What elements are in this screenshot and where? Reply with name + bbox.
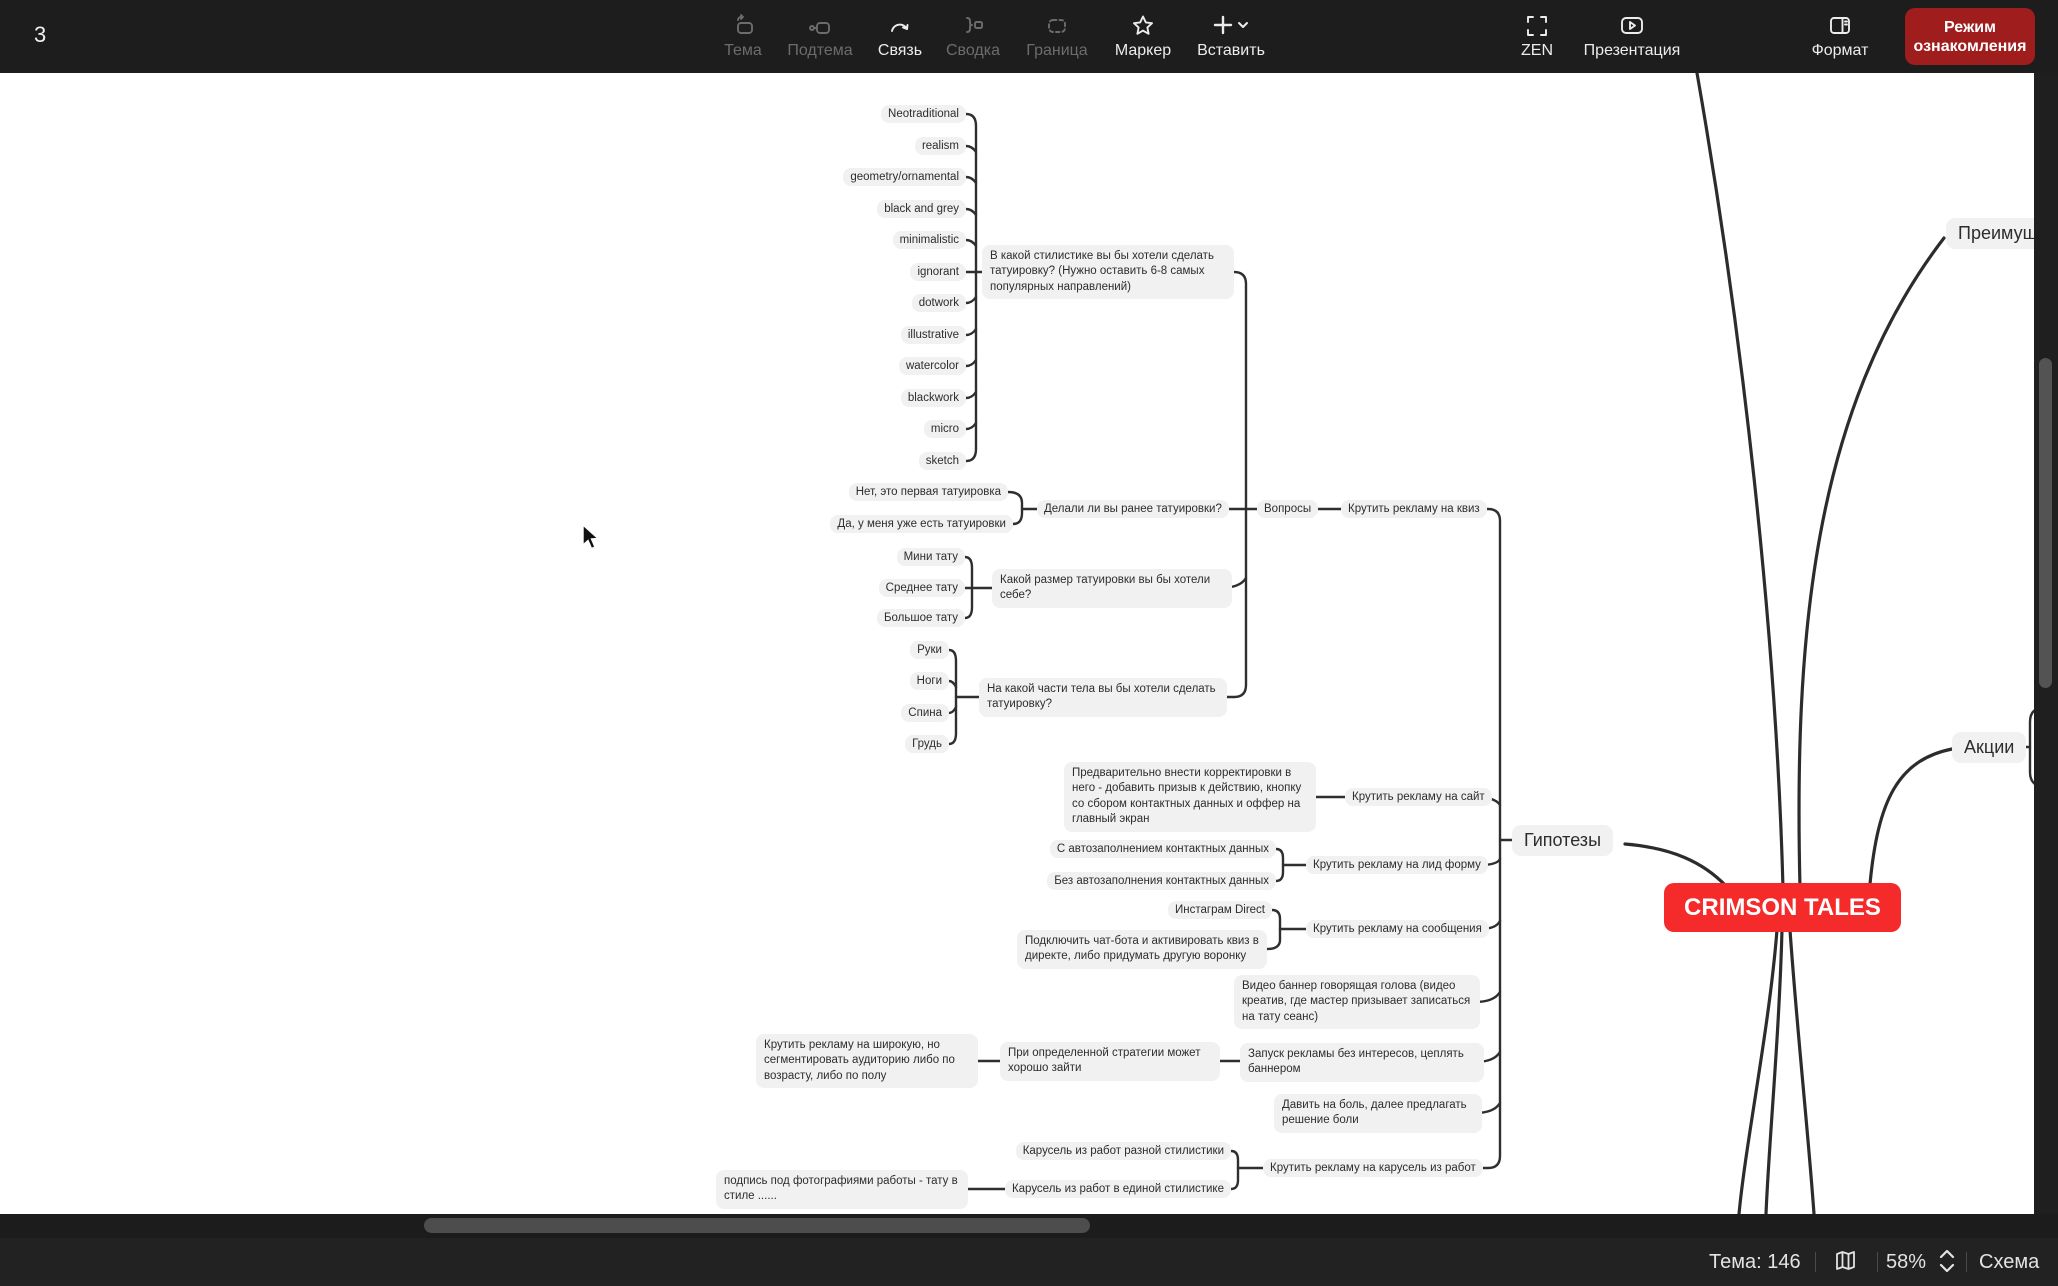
node-carousel-mixed[interactable]: Карусель из работ разной стилистики [1015, 1142, 1231, 1160]
node-style-minimalistic[interactable]: minimalistic [892, 231, 966, 249]
node-size-mini[interactable]: Мини тату [896, 548, 965, 566]
node-style-blackgrey[interactable]: black and grey [877, 200, 966, 218]
node-body-chest[interactable]: Грудь [905, 735, 949, 753]
node-size-mid[interactable]: Среднее тату [878, 579, 965, 597]
node-strategy[interactable]: При определенной стратегии может хорошо … [1000, 1042, 1220, 1081]
node-no-interests[interactable]: Запуск рекламы без интересов, цеплять ба… [1240, 1043, 1484, 1082]
toolbar-button-presentation[interactable]: Презентация [1577, 6, 1687, 60]
node-broad-audience[interactable]: Крутить рекламу на широкую, но сегментир… [756, 1034, 978, 1089]
toolbar-button-zen[interactable]: ZEN [1482, 6, 1592, 60]
node-ad-site[interactable]: Крутить рекламу на сайт [1345, 788, 1492, 806]
node-question-size[interactable]: Какой размер татуировки вы бы хотели себ… [992, 569, 1232, 608]
summary-icon [918, 6, 1028, 40]
node-caption[interactable]: подпись под фотографиями работы - тату в… [716, 1170, 968, 1209]
window-badge: 3 [34, 22, 47, 47]
node-style-blackwork[interactable]: blackwork [900, 389, 966, 407]
node-size-big[interactable]: Большое тату [876, 609, 965, 627]
node-question-style[interactable]: В какой стилистике вы бы хотели сделать … [982, 245, 1234, 300]
zoom-level[interactable]: 58% [1886, 1251, 1927, 1273]
toolbar-button-subtopic[interactable]: Подтема [765, 6, 875, 60]
node-site-fix[interactable]: Предварительно внести корректировки в не… [1064, 762, 1316, 832]
zoom-stepper[interactable] [1934, 1244, 1960, 1284]
view-mode-label[interactable]: Схема [1979, 1251, 2040, 1273]
toolbar-button-format[interactable]: Формат [1785, 6, 1895, 60]
horizontal-scrollbar-track[interactable] [0, 1214, 2058, 1238]
node-pain[interactable]: Давить на боль, далее предлагать решение… [1274, 1094, 1482, 1133]
node-questions[interactable]: Вопросы [1257, 500, 1319, 518]
border-icon [1002, 6, 1112, 40]
node-ad-carousel[interactable]: Крутить рекламу на карусель из работ [1263, 1159, 1483, 1177]
toolbar-button-border[interactable]: Граница [1002, 6, 1112, 60]
toolbar-button-connection[interactable]: Связь [845, 6, 955, 60]
connection-icon [845, 6, 955, 40]
review-mode-button[interactable]: Режим ознакомления [1905, 8, 2035, 65]
node-question-before[interactable]: Делали ли вы ранее татуировки? [1037, 500, 1229, 518]
node-yes-have-tattoo[interactable]: Да, у меня уже есть татуировки [830, 515, 1013, 533]
node-promos[interactable]: Акции [1952, 732, 2027, 763]
theme-count-label: Тема: 146 [1709, 1251, 1801, 1273]
zen-icon [1482, 6, 1592, 40]
node-style-sketch[interactable]: sketch [918, 452, 966, 470]
node-ad-quiz[interactable]: Крутить рекламу на квиз [1341, 500, 1487, 518]
toolbar-button-marker[interactable]: Маркер [1088, 6, 1198, 60]
node-style-neotraditional[interactable]: Neotraditional [881, 105, 966, 123]
node-style-geometry[interactable]: geometry/ornamental [843, 168, 966, 186]
status-bar: Тема: 146 58% Схема [0, 1238, 2058, 1286]
node-style-dotwork[interactable]: dotwork [911, 294, 966, 312]
node-no-first-tattoo[interactable]: Нет, это первая татуировка [848, 483, 1008, 501]
toolbar-button-topic[interactable]: Тема [688, 6, 798, 60]
node-style-watercolor[interactable]: watercolor [898, 357, 966, 375]
node-body-hands[interactable]: Руки [910, 641, 949, 659]
topic-icon [688, 6, 798, 40]
mouse-cursor [581, 523, 605, 557]
node-body-legs[interactable]: Ноги [909, 672, 949, 690]
node-style-micro[interactable]: micro [923, 420, 966, 438]
node-video-banner[interactable]: Видео баннер говорящая голова (видео кре… [1234, 975, 1480, 1030]
node-root[interactable]: CRIMSON TALES [1664, 883, 1901, 932]
subtopic-icon [765, 6, 875, 40]
node-style-illustrative[interactable]: illustrative [900, 326, 966, 344]
node-instagram-direct[interactable]: Инстаграм Direct [1167, 901, 1272, 919]
toolbar: 3 Тема Подтема Связь Сводка Граница Марк [0, 0, 2058, 73]
toolbar-button-summary[interactable]: Сводка [918, 6, 1028, 60]
node-body-back[interactable]: Спина [901, 704, 949, 722]
node-carousel-single[interactable]: Карусель из работ в единой стилистике [1004, 1180, 1231, 1198]
vertical-scrollbar-track[interactable] [2034, 73, 2058, 1238]
node-question-body[interactable]: На какой части тела вы бы хотели сделать… [979, 678, 1227, 717]
node-ad-lead[interactable]: Крутить рекламу на лид форму [1306, 856, 1488, 874]
toolbar-button-insert[interactable]: Вставить [1176, 6, 1286, 60]
vertical-scrollbar-thumb[interactable] [2039, 358, 2052, 688]
node-style-ignorant[interactable]: ignorant [910, 263, 966, 281]
node-style-realism[interactable]: realism [914, 137, 966, 155]
map-overview-icon[interactable] [1833, 1248, 1859, 1280]
node-lead-noautofill[interactable]: Без автозаполнения контактных данных [1047, 872, 1276, 890]
plus-icon [1176, 6, 1286, 40]
node-ad-messages[interactable]: Крутить рекламу на сообщения [1306, 920, 1489, 938]
node-hypotheses[interactable]: Гипотезы [1512, 825, 1614, 856]
presentation-icon [1577, 6, 1687, 40]
node-lead-autofill[interactable]: С автозаполнением контактных данных [1049, 840, 1276, 858]
format-icon [1785, 6, 1895, 40]
horizontal-scrollbar-thumb[interactable] [424, 1218, 1090, 1233]
node-chatbot[interactable]: Подключить чат-бота и активировать квиз … [1017, 930, 1267, 969]
star-icon [1088, 6, 1198, 40]
